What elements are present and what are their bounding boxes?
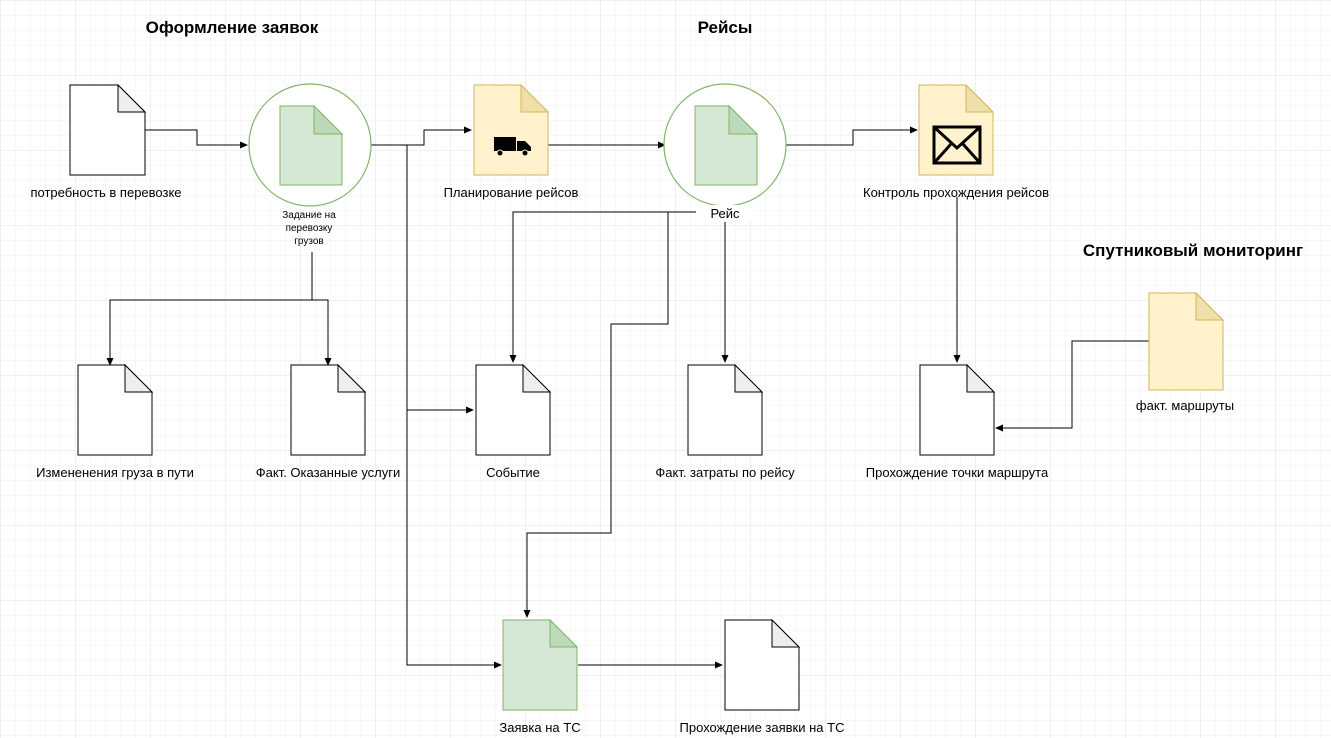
label-task-line3: грузов (294, 236, 323, 247)
edge-need-to-task (145, 129, 248, 149)
doc-planning[interactable] (473, 83, 550, 176)
doc-event[interactable] (475, 363, 552, 456)
label-trip-bg (698, 205, 752, 221)
section-title-trips: Рейсы (698, 18, 753, 37)
label-vehicle-request: Заявка на ТС (499, 720, 580, 735)
label-costs: Факт. затраты по рейсу (655, 465, 795, 480)
label-services: Факт. Оказанные услуги (256, 465, 401, 480)
label-planning: Планирование рейсов (444, 185, 579, 200)
envelope-icon (932, 125, 982, 165)
truck-icon (494, 137, 531, 157)
label-control: Контроль прохождения рейсов (863, 185, 1049, 200)
label-task-line2: перевозку (286, 223, 333, 234)
edge-task-to-cargo-changes (106, 252, 313, 366)
doc-cargo-changes[interactable] (77, 363, 154, 456)
label-request-passage: Прохождение заявки на ТС (680, 720, 845, 735)
edge-trip-to-event (509, 211, 696, 363)
edges (106, 126, 1149, 669)
label-trip: Рейс (710, 206, 740, 221)
doc-need[interactable] (69, 83, 147, 176)
doc-control[interactable] (918, 83, 995, 176)
doc-satellite-routes[interactable] (1148, 291, 1225, 391)
edge-trip-to-request (523, 212, 669, 618)
doc-task[interactable] (279, 104, 344, 186)
label-satellite-routes: факт. маршруты (1136, 398, 1234, 413)
edge-task-down-to-request (342, 144, 502, 669)
label-route-point: Прохождение точки маршрута (866, 465, 1049, 480)
label-task-line1: Задание на (282, 210, 336, 221)
section-title-orders: Оформление заявок (146, 18, 319, 37)
doc-vehicle-request[interactable] (502, 618, 579, 711)
doc-route-point[interactable] (919, 363, 996, 456)
label-need: потребность в перевозке (30, 185, 181, 200)
edge-trip-to-control (786, 126, 918, 146)
label-cargo-changes: Измененения груза в пути (36, 465, 194, 480)
doc-trip[interactable] (694, 104, 759, 186)
edge-satellite-to-route-point (995, 340, 1149, 432)
edge-task-to-services (312, 299, 332, 366)
doc-costs[interactable] (687, 363, 764, 456)
doc-request-passage[interactable] (724, 618, 801, 711)
doc-services[interactable] (290, 363, 367, 456)
section-title-satellite: Спутниковый мониторинг (1083, 241, 1303, 260)
label-event: Событие (486, 465, 540, 480)
